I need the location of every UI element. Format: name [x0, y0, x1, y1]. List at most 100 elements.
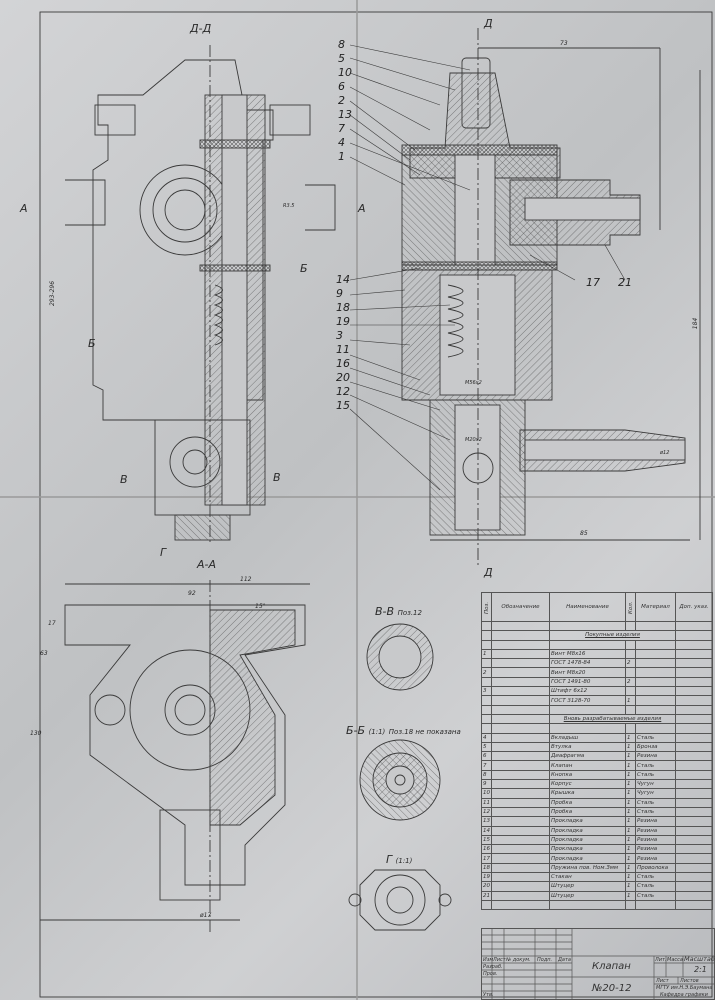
cut-label-d-bottom: Д	[484, 566, 493, 579]
callout-5: 5	[338, 52, 345, 65]
cell-material: Сталь	[635, 760, 676, 771]
dim-aa-bottom: ø17	[200, 912, 212, 919]
cell-notes	[675, 751, 713, 762]
cell-material	[635, 667, 676, 678]
cell-notes	[675, 630, 713, 641]
cell-qty: 1	[625, 779, 636, 790]
view-aa	[40, 580, 310, 935]
cell-designation	[491, 658, 550, 669]
cell-notes	[675, 871, 713, 883]
cell-name: Прокладка	[549, 844, 626, 855]
callout-6: 6	[338, 80, 345, 93]
drawing-scale: 2:1	[694, 965, 707, 974]
cell-designation	[491, 853, 550, 864]
specification-table: Поз. Обозначение Наименование Кол. Матер…	[481, 592, 713, 911]
cut-label-d-top: Д	[484, 17, 493, 30]
table-row	[481, 639, 713, 650]
cell-designation	[491, 686, 550, 697]
cell-name: Кнопка	[549, 769, 626, 781]
callout-21: 21	[618, 276, 632, 289]
cell-pos	[481, 723, 492, 734]
header-pos: Поз.	[481, 592, 492, 622]
cell-notes	[675, 881, 713, 892]
header-name: Наименование	[549, 592, 626, 622]
cut-label-v-right: В	[273, 471, 281, 484]
cell-designation	[491, 816, 550, 827]
cell-qty: 2	[625, 676, 636, 688]
cell-designation	[491, 620, 550, 632]
callout-12: 12	[336, 385, 350, 398]
tb-sheets: Листов	[680, 978, 699, 984]
view-label-g: Г (1:1)	[386, 853, 413, 866]
dim-radius: R3.5	[283, 203, 295, 209]
dim-left-height: 293-296	[49, 280, 57, 307]
callout-3: 3	[336, 329, 343, 342]
cell-pos: 9	[481, 779, 492, 790]
cell-pos	[481, 620, 492, 632]
cell-notes	[675, 695, 713, 706]
cell-qty: 1	[625, 816, 636, 827]
tb-sign: Подп.	[537, 957, 553, 963]
table-row	[481, 899, 713, 911]
cell-pos	[481, 899, 492, 911]
cell-name: ГОСТ 1491-80	[549, 676, 626, 688]
cell-qty	[625, 686, 636, 697]
callout-14: 14	[336, 273, 350, 286]
cell-qty: 1	[625, 788, 636, 799]
dim-bottom: 85	[580, 530, 588, 537]
callout-18: 18	[336, 301, 350, 314]
cell-qty: 1	[625, 806, 636, 818]
cell-designation	[491, 648, 550, 660]
cell-pos: 11	[481, 797, 492, 808]
cell-designation	[491, 797, 550, 808]
cell-pos	[481, 695, 492, 706]
cell-notes	[675, 844, 713, 855]
table-row	[481, 620, 713, 632]
cell-name: Пробка	[549, 806, 626, 818]
cell-designation	[491, 723, 550, 734]
cell-name: Пробка	[549, 797, 626, 808]
cell-designation	[491, 899, 550, 911]
callout-8: 8	[338, 38, 345, 51]
cell-name: Крышка	[549, 788, 626, 799]
cell-name: Винт M8x20	[549, 667, 626, 678]
cell-designation	[491, 667, 550, 678]
callout-15: 15	[336, 399, 350, 412]
cell-qty	[625, 723, 636, 734]
cell-notes	[675, 704, 713, 715]
title-block: Изм Лист № докум. Подп. Дата Разраб. Про…	[481, 928, 715, 1000]
cell-material	[635, 658, 676, 669]
cell-notes	[675, 620, 713, 632]
view-bb	[359, 739, 441, 821]
cell-notes	[675, 769, 713, 781]
tb-list: Лист	[493, 957, 506, 963]
cell-designation	[491, 881, 550, 892]
tb-utv: Утв.	[483, 992, 494, 998]
cell-designation	[491, 704, 550, 715]
table-row: Вновь разрабатываемые изделия	[481, 713, 713, 725]
cell-material: Бронза	[635, 741, 676, 753]
cell-material: Резина	[635, 751, 676, 762]
cell-qty: 1	[625, 844, 636, 855]
cell-designation	[491, 806, 550, 818]
cell-qty	[625, 648, 636, 660]
cell-name: Вкладыш	[549, 732, 626, 743]
cell-qty: 1	[625, 741, 636, 753]
cell-qty: 1	[625, 881, 636, 892]
cell-pos: 7	[481, 760, 492, 771]
callout-2: 2	[338, 94, 345, 107]
